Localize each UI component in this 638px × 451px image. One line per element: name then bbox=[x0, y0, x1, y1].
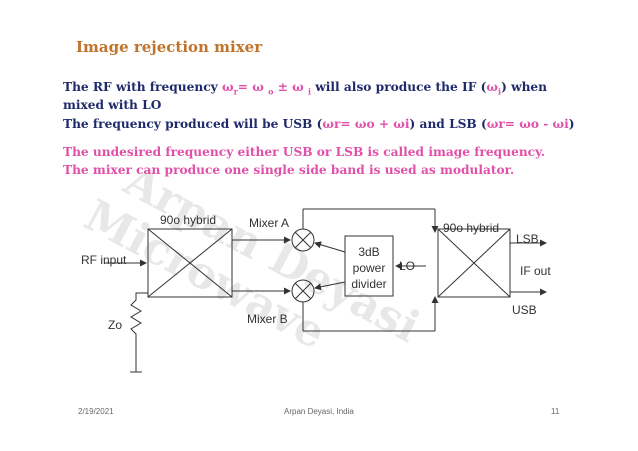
lo-label: LO bbox=[399, 259, 415, 273]
lsb-output-label: LSB bbox=[516, 232, 539, 246]
mixer-a-symbol bbox=[291, 228, 315, 252]
right-hybrid-label: 90o hybrid bbox=[443, 221, 499, 235]
divider-label-3: divider bbox=[351, 277, 386, 291]
footer-author: Arpan Deyasi, India bbox=[284, 407, 354, 416]
mixer-a-label: Mixer A bbox=[249, 216, 289, 230]
right-hybrid-block bbox=[437, 228, 511, 298]
zo-label: Zo bbox=[108, 318, 122, 332]
rf-frequency-expression: ωr= ω o ± ω i bbox=[221, 80, 312, 97]
rf-input-label: RF input bbox=[81, 253, 127, 267]
text-line-3: The frequency produced will be USB (ωr= … bbox=[63, 117, 575, 131]
if-out-label: IF out bbox=[520, 264, 551, 278]
lsb-expression: ωr= ωo - ωi bbox=[486, 117, 569, 131]
footer-date: 2/19/2021 bbox=[78, 407, 114, 416]
mixer-b-symbol bbox=[291, 279, 315, 303]
usb-expression: ωr= ωo + ωi bbox=[322, 117, 410, 131]
left-hybrid-label: 90o hybrid bbox=[160, 213, 216, 227]
left-hybrid-block bbox=[147, 228, 233, 298]
slide-title: Image rejection mixer bbox=[76, 38, 263, 56]
text-line-1: The RF with frequency ωr= ω o ± ω i will… bbox=[63, 80, 548, 97]
power-divider-block bbox=[344, 235, 394, 297]
text-line-5: The mixer can produce one single side ba… bbox=[63, 163, 515, 177]
if-symbol: ωi bbox=[486, 80, 502, 97]
footer-page-number: 11 bbox=[551, 407, 560, 416]
divider-label-1: 3dB bbox=[358, 245, 379, 259]
mixer-b-label: Mixer B bbox=[247, 312, 288, 326]
divider-label-2: power bbox=[353, 261, 386, 275]
termination-resistor bbox=[130, 292, 148, 373]
text-line-2: mixed with LO bbox=[63, 98, 162, 112]
usb-output-label: USB bbox=[512, 303, 537, 317]
text-line-4: The undesired frequency either USB or LS… bbox=[63, 145, 546, 159]
